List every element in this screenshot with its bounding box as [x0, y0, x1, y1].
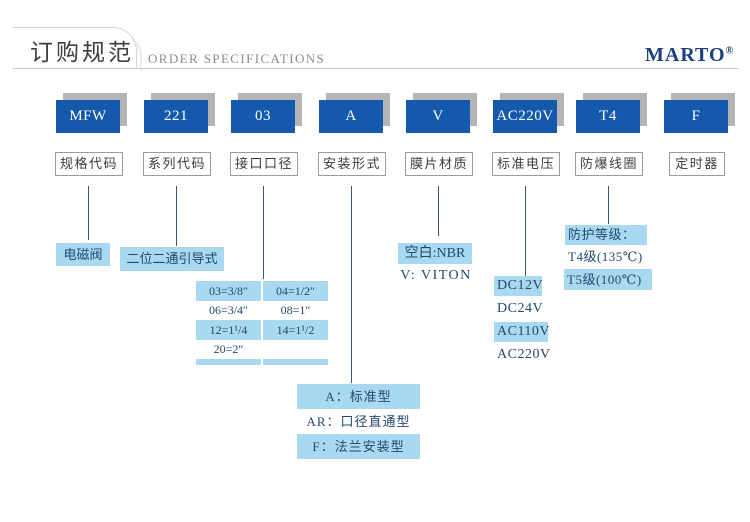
port-size-cell — [263, 359, 328, 365]
model-code-port: 03 — [231, 100, 295, 133]
port-size-cell: 20=2″ — [213, 342, 244, 356]
protection-class-t5: T5级(100℃) — [564, 269, 652, 290]
connector-line-coil — [608, 186, 609, 224]
port-size-cell: 08=1″ — [280, 303, 311, 317]
port-size-row — [196, 359, 328, 365]
diaphragm-option-viton: V: VITON — [400, 268, 472, 283]
connector-line-diaphragm — [438, 186, 439, 236]
protection-class-t4: T4级(135℃) — [568, 249, 643, 264]
page-subtitle: ORDER SPECIFICATIONS — [148, 51, 326, 66]
header-divider — [12, 68, 738, 69]
protection-class-title: 防护等级： — [565, 225, 647, 245]
field-label-spec: 规格代码 — [55, 152, 123, 176]
model-code-mounting: A — [319, 100, 383, 133]
field-label-voltage: 标准电压 — [492, 152, 560, 176]
brand-text: MARTO — [645, 44, 726, 66]
port-size-cell: 06=3/4″ — [208, 303, 249, 317]
title-tab — [12, 27, 137, 69]
mounting-option-standard: A：标准型 — [297, 384, 420, 409]
connector-line-port — [263, 186, 264, 279]
option-series-type: 二位二通引导式 — [120, 247, 224, 271]
model-code-spec: MFW — [56, 100, 120, 133]
voltage-option-ac220v: AC220V — [497, 347, 551, 362]
field-label-timer: 定时器 — [669, 152, 725, 176]
connector-line-voltage — [525, 186, 526, 276]
model-code-diaphragm: V — [406, 100, 470, 133]
page-title: 订购规范 — [30, 40, 134, 65]
port-size-cell: 03=3/8″ — [196, 281, 261, 301]
voltage-option-ac110v: AC110V — [494, 322, 550, 342]
diaphragm-option-nbr: 空白:NBR — [398, 243, 472, 264]
field-label-port: 接口口径 — [230, 152, 298, 176]
model-code-voltage: AC220V — [493, 100, 557, 133]
voltage-option-dc24v: DC24V — [497, 301, 544, 316]
port-size-table: 03=3/8″ 04=1/2″ 06=3/4″ 08=1″ 12=1¹/4 14… — [196, 281, 328, 365]
field-label-diaphragm: 膜片材质 — [405, 152, 473, 176]
brand-logo: MARTO® — [645, 44, 734, 67]
model-code-coil: T4 — [576, 100, 640, 133]
mounting-type-table: A：标准型 AR：口径直通型 F：法兰安装型 — [297, 384, 420, 459]
port-size-cell: 14=1¹/2 — [263, 320, 328, 340]
mounting-option-straight: AR：口径直通型 — [306, 414, 411, 429]
mounting-option-flange: F：法兰安装型 — [297, 434, 420, 459]
voltage-option-dc12v: DC12V — [494, 276, 543, 296]
port-size-cell: 04=1/2″ — [263, 281, 328, 301]
option-solenoid-valve: 电磁阀 — [56, 243, 110, 266]
port-size-row: 12=1¹/4 14=1¹/2 — [196, 320, 328, 340]
model-code-series: 221 — [144, 100, 208, 133]
connector-line-mounting — [351, 186, 352, 383]
port-size-row: 20=2″ — [196, 340, 328, 359]
connector-line-series — [176, 186, 177, 246]
port-size-cell: 12=1¹/4 — [196, 320, 261, 340]
field-label-coil: 防爆线圈 — [575, 152, 643, 176]
field-label-series: 系列代码 — [143, 152, 211, 176]
model-code-timer: F — [664, 100, 728, 133]
port-size-row: 06=3/4″ 08=1″ — [196, 301, 328, 320]
port-size-cell — [196, 359, 261, 365]
connector-line-spec — [88, 186, 89, 240]
port-size-cell — [263, 340, 328, 359]
field-label-mounting: 安装形式 — [318, 152, 386, 176]
registered-mark: ® — [725, 45, 735, 57]
port-size-row: 03=3/8″ 04=1/2″ — [196, 281, 328, 301]
